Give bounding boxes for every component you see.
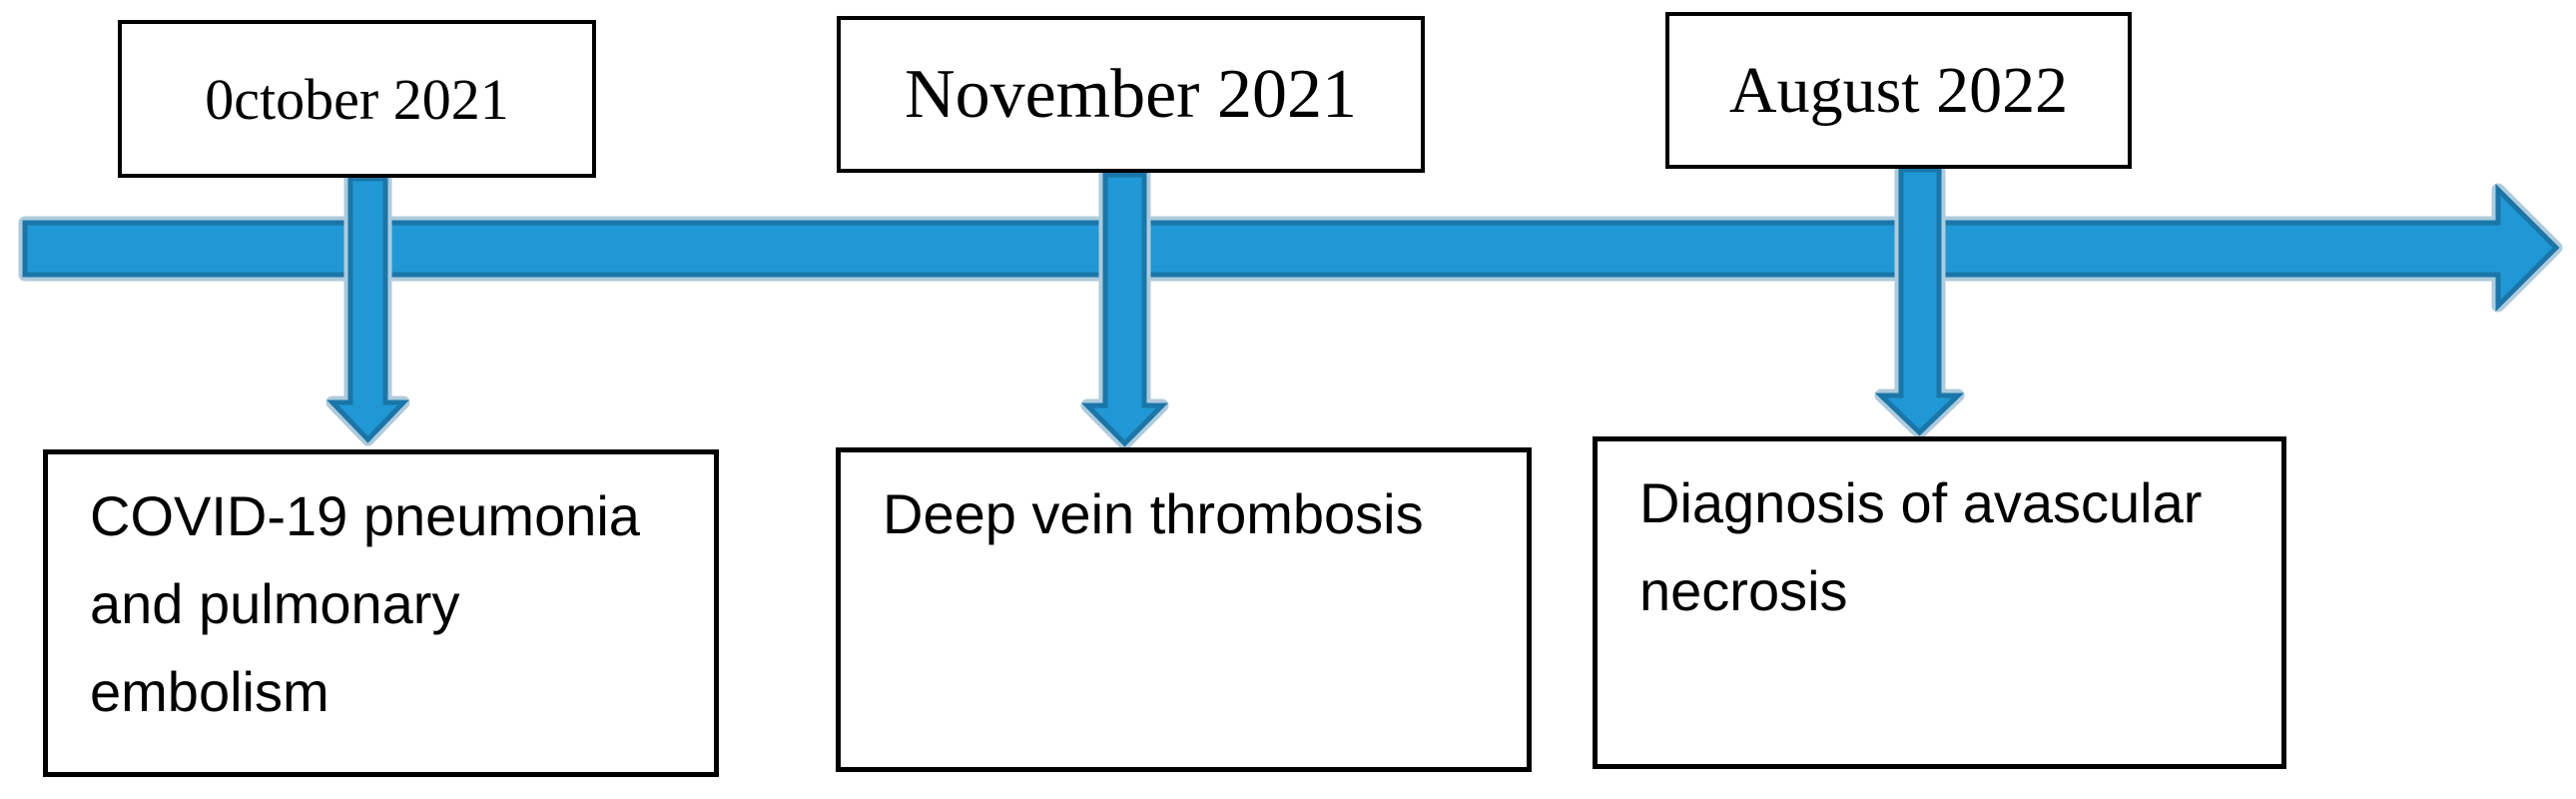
connector-arrow-1: [326, 176, 409, 443]
event-text-line: necrosis: [1639, 559, 1848, 622]
date-box-november-2021: November 2021: [837, 16, 1425, 173]
event-text-line: and pulmonary: [90, 572, 460, 635]
event-text-line: embolism: [90, 660, 329, 723]
event-box-covid-pneumonia: COVID-19 pneumonia and pulmonary embolis…: [43, 449, 719, 777]
connector-arrow-2: [1081, 172, 1168, 447]
event-text-line: Deep vein thrombosis: [883, 482, 1424, 545]
date-label: August 2022: [1728, 53, 2069, 127]
timeline-bar-arrow: [22, 183, 2560, 313]
date-box-august-2022: August 2022: [1665, 12, 2132, 169]
date-box-october-2021: 0ctober 2021: [118, 20, 596, 178]
date-label: 0ctober 2021: [205, 66, 509, 132]
connector-arrow-3: [1874, 167, 1965, 436]
event-text-line: Diagnosis of avascular: [1639, 471, 2203, 534]
event-text-line: COVID-19 pneumonia: [90, 484, 640, 547]
event-box-deep-vein-thrombosis: Deep vein thrombosis: [836, 447, 1532, 772]
date-label: November 2021: [905, 55, 1357, 133]
event-box-avascular-necrosis: Diagnosis of avascular necrosis: [1593, 436, 2286, 769]
